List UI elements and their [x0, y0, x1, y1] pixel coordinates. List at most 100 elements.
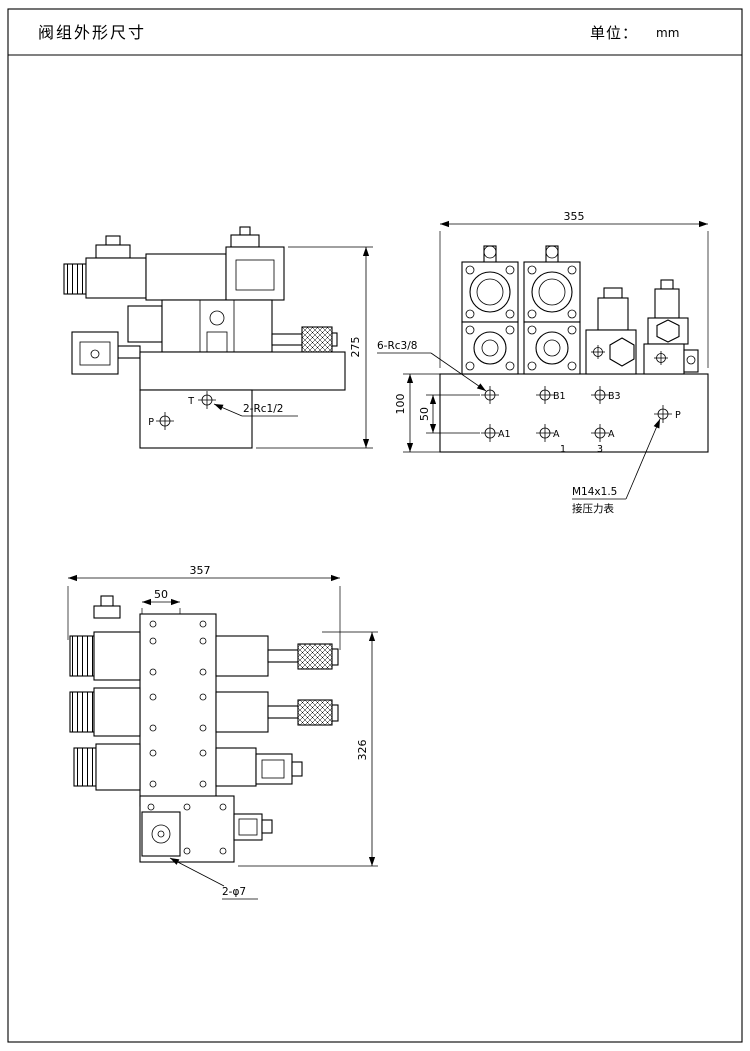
- adjuster-knob-cap: [331, 648, 339, 666]
- dim-100-text: 100: [394, 394, 407, 415]
- top-screw-head: [483, 245, 497, 259]
- front-dim-100: 100: [394, 373, 440, 453]
- flange-bore-inner: [543, 339, 561, 357]
- din-connector: [95, 244, 131, 259]
- top-dim-357: 357: [67, 564, 341, 650]
- valve-body: [161, 299, 273, 353]
- dim-50-text: 50: [418, 407, 431, 421]
- top-valve-row-2: [69, 687, 339, 737]
- adjuster-knob: [301, 326, 333, 353]
- solenoid-coil: [93, 631, 141, 681]
- connector-pin: [261, 819, 273, 834]
- leader-2phi7-text: 2-φ7: [222, 886, 246, 898]
- adjuster-knob-cap: [331, 704, 339, 722]
- solenoid-ribbed-end: [73, 747, 97, 787]
- flange-bore-inner: [476, 278, 504, 306]
- top-end-section: [139, 795, 273, 863]
- leader-6rc38-text: 6-Rc3/8: [377, 340, 417, 352]
- side-base-plate: T P: [139, 351, 346, 449]
- top-dim-326: 326: [238, 631, 378, 867]
- adjuster-knob: [297, 643, 333, 670]
- terminal-screw: [90, 349, 100, 359]
- top-screw-head: [545, 245, 559, 259]
- end-valve: [141, 811, 181, 857]
- dim-275-text: 275: [349, 337, 362, 358]
- port-b1-label: B1: [553, 391, 566, 402]
- top-leader-2phi7: 2-φ7: [169, 857, 258, 900]
- valve-body: [215, 691, 269, 733]
- relief-body: [647, 317, 689, 345]
- dim-326-text: 326: [356, 740, 369, 761]
- side-electrical-box: [71, 331, 141, 375]
- end-valve-pin: [157, 830, 165, 838]
- adjuster-stem: [267, 705, 299, 719]
- port-block: [139, 389, 253, 449]
- port-p-label: P: [148, 417, 154, 428]
- port-a2-label: A: [553, 429, 560, 440]
- valve-end-block: [127, 305, 163, 343]
- side-view: 275: [63, 226, 373, 449]
- solenoid-coil: [85, 257, 147, 299]
- solenoid-ribbed-end: [63, 263, 87, 295]
- din-connector: [93, 605, 121, 619]
- adjuster-stem: [271, 333, 303, 346]
- adjuster-knob-cap: [331, 332, 338, 347]
- terminal-box: [233, 813, 263, 841]
- front-station-1: [461, 245, 519, 375]
- stem-cap: [603, 287, 623, 299]
- top-valve-row-3: [73, 743, 303, 791]
- valve-body: [215, 635, 269, 677]
- flange-bore: [531, 271, 573, 313]
- sheet-border: [7, 8, 743, 1043]
- valve-detail-circle: [209, 310, 225, 326]
- relief-base: [643, 343, 685, 375]
- terminal-box: [71, 331, 119, 375]
- front-station-2: [523, 245, 581, 375]
- solenoid-coil: [93, 687, 141, 737]
- connector-pin: [105, 235, 121, 246]
- connector-pin: [100, 595, 114, 607]
- flange-bore: [473, 331, 507, 365]
- top-valve-row-1: [69, 595, 339, 681]
- port-a1-label: A1: [498, 429, 511, 440]
- front-view: 355 100 50: [377, 210, 709, 515]
- gauge-note-label: 接压力表: [572, 502, 614, 515]
- lower-flange: [461, 321, 519, 375]
- side-dim-275: 275: [256, 246, 373, 449]
- adjuster-stem: [267, 649, 299, 663]
- connector-pin: [291, 761, 303, 777]
- drawing-title: 阀组外形尺寸: [38, 23, 146, 42]
- dim-355-text: 355: [564, 210, 585, 223]
- front-ports: B1 B3 A1 A A 1 3 P: [480, 385, 681, 455]
- din-connector: [230, 234, 260, 248]
- valve-body: [145, 253, 227, 301]
- flange-bore: [535, 331, 569, 365]
- terminal-box-inner: [261, 759, 285, 779]
- port-p-label: P: [675, 410, 681, 421]
- station-3-label: 3: [597, 444, 603, 455]
- front-relief-valve: [643, 279, 699, 375]
- hex-nut: [656, 319, 680, 343]
- side-leader-2rc12: 2-Rc1/2: [213, 403, 298, 417]
- port-b3-label: B3: [608, 391, 621, 402]
- side-valve-row-a: [63, 246, 285, 301]
- hex-plug: [609, 337, 635, 367]
- top-screw: [483, 245, 497, 265]
- title-block: 阀组外形尺寸 单位： mm: [38, 23, 679, 42]
- solenoid-coil: [95, 743, 141, 791]
- valve-neck: [597, 297, 629, 331]
- flange-bore: [469, 271, 511, 313]
- gauge-thread-label: M14x1.5: [572, 486, 617, 498]
- relief-adjuster: [654, 288, 680, 319]
- top-manifold-column: [139, 613, 217, 807]
- unit-value: mm: [656, 26, 679, 40]
- valve-block-detail: [235, 259, 275, 291]
- station-1-label: 1: [560, 444, 566, 455]
- mounting-plate: [139, 351, 346, 391]
- side-tab-screw: [686, 355, 696, 365]
- dim-357-text: 357: [190, 564, 211, 577]
- solenoid-ribbed-end: [69, 635, 95, 677]
- front-gauge-leader: M14x1.5 接压力表: [572, 418, 661, 515]
